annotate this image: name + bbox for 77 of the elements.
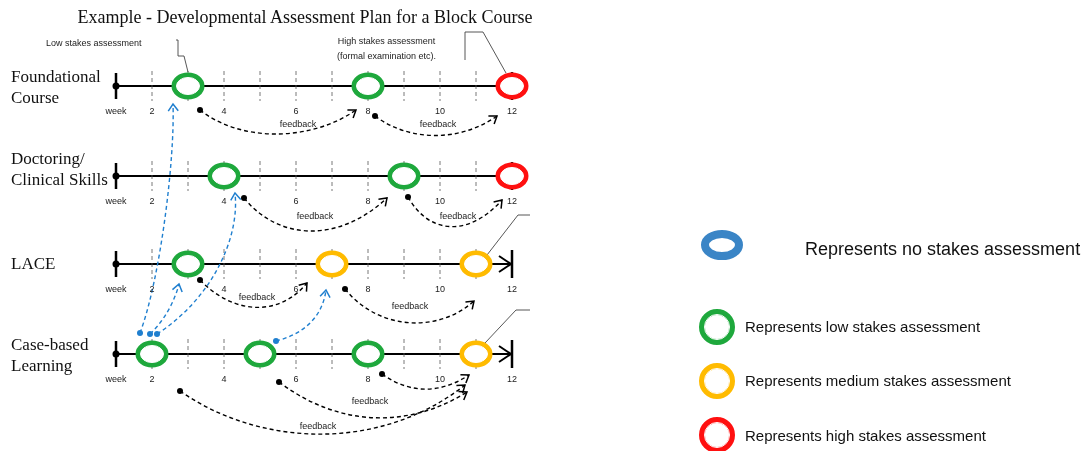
edge-label: feedback — [298, 420, 338, 432]
dashed-arrow — [273, 289, 331, 344]
edge-label: feedback — [237, 291, 277, 303]
week-number: 2 — [148, 196, 156, 207]
assessment-ring — [387, 162, 421, 190]
row-title: LACE — [11, 253, 57, 274]
legend-text: Represents high stakes assessment — [745, 426, 986, 445]
assessment-ring — [495, 72, 529, 100]
axis-label: week — [104, 374, 128, 385]
week-number: 10 — [434, 196, 446, 207]
axis-label: week — [104, 106, 128, 117]
row-title: Case-based Learning — [11, 334, 90, 376]
leader-line — [486, 214, 531, 256]
assessment-ring — [171, 72, 205, 100]
assessment-ring — [315, 250, 349, 278]
week-number: 4 — [220, 374, 228, 385]
edge-label: feedback — [278, 118, 318, 130]
axis-label: week — [104, 284, 128, 295]
week-number: 10 — [434, 106, 446, 117]
dashed-arrow — [197, 277, 308, 309]
edge-label: feedback — [390, 300, 430, 312]
dashed-arrow — [147, 283, 183, 337]
row-title: Foundational Course — [11, 66, 102, 108]
dashed-arrow — [241, 195, 388, 232]
week-number: 2 — [148, 284, 156, 295]
dashed-arrow — [197, 107, 357, 135]
week-number: 12 — [506, 196, 518, 207]
edge-label: feedback — [350, 395, 390, 407]
edge-label: feedback — [295, 210, 335, 222]
dashed-arrow — [137, 103, 179, 336]
assessment-ring — [171, 250, 205, 278]
dashed-arrow — [372, 113, 498, 137]
assessment-ring — [351, 340, 385, 368]
week-number: 2 — [148, 374, 156, 385]
week-number: 8 — [364, 196, 372, 207]
week-number: 6 — [292, 106, 300, 117]
assessment-ring — [135, 340, 169, 368]
week-number: 8 — [364, 284, 372, 295]
leader-line — [484, 309, 531, 344]
assessment-ring — [351, 72, 385, 100]
week-number: 4 — [220, 284, 228, 295]
week-number: 6 — [292, 284, 300, 295]
callout-text: High stakes assessment (formal examination etc). — [328, 34, 465, 64]
week-number: 10 — [434, 374, 446, 385]
week-number: 12 — [506, 106, 518, 117]
axis-label: week — [104, 196, 128, 207]
assessment-ring — [495, 162, 529, 190]
week-number: 2 — [148, 106, 156, 117]
leader-line — [464, 31, 507, 74]
legend-text: Represents no stakes assessment — [805, 238, 1081, 260]
week-number: 10 — [434, 284, 446, 295]
week-number: 8 — [364, 374, 372, 385]
dashed-arrow — [154, 192, 242, 337]
row-title: Doctoring/ Clinical Skills — [11, 148, 109, 190]
legend-text: Represents medium stakes assessment — [745, 371, 1011, 390]
leader-line — [175, 39, 189, 73]
dashed-arrow — [342, 286, 475, 324]
week-number: 8 — [364, 106, 372, 117]
dashed-arrow — [177, 384, 466, 435]
dashed-arrow — [276, 379, 468, 419]
assessment-ring — [243, 340, 277, 368]
week-number: 6 — [292, 374, 300, 385]
week-number: 6 — [292, 196, 300, 207]
week-number: 12 — [506, 374, 518, 385]
callout-text: Low stakes assessment — [46, 36, 176, 50]
assessment-ring — [207, 162, 241, 190]
assessment-ring — [459, 340, 493, 368]
dashed-arrow — [405, 194, 503, 228]
week-number: 4 — [220, 196, 228, 207]
edge-label: feedback — [438, 210, 478, 222]
legend-text: Represents low stakes assessment — [745, 317, 981, 336]
week-number: 12 — [506, 284, 518, 295]
diagram-title: Example - Developmental Assessment Plan for a Block Course — [76, 6, 534, 28]
edge-label: feedback — [418, 118, 458, 130]
week-number: 4 — [220, 106, 228, 117]
assessment-ring — [459, 250, 493, 278]
dashed-arrow — [379, 371, 470, 390]
